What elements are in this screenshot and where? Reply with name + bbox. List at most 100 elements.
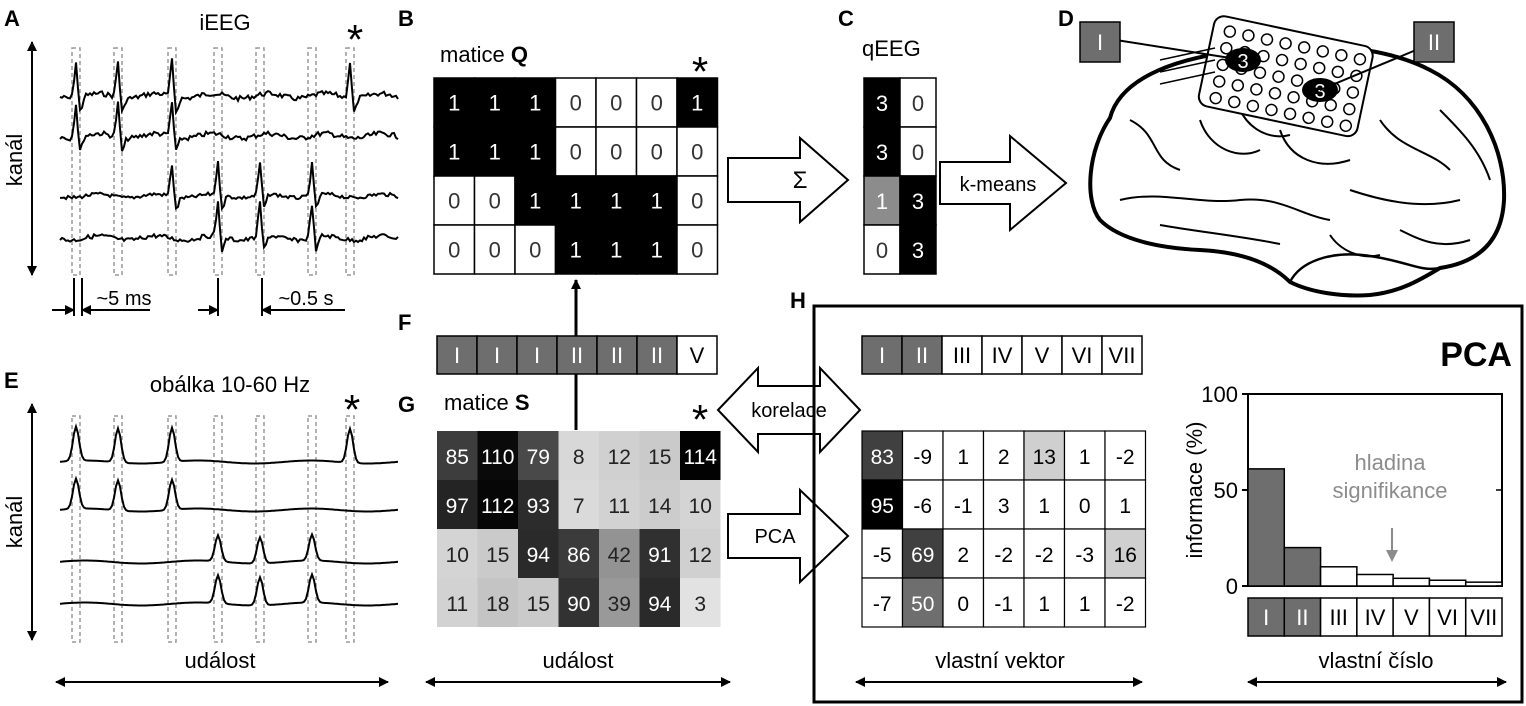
matrix-q-value: 0 (691, 238, 703, 263)
matrix-s-cell (518, 578, 559, 627)
brain-sulci (1119, 109, 1491, 258)
matrix-q-cell (595, 224, 638, 275)
matrix-s-cell (437, 431, 478, 480)
bar-IV (1356, 573, 1394, 587)
iEEG-event-window-4 (213, 47, 223, 276)
cluster-label-label: V (690, 343, 705, 368)
matrix-s-cell (680, 529, 721, 578)
significance-label-line1: hladina (1355, 450, 1427, 475)
pca-component-cell (1101, 335, 1143, 375)
electrode-contact (1275, 53, 1289, 67)
cluster-ii-label-box (1413, 21, 1455, 63)
cluster-label-label: I (494, 343, 500, 368)
matrix-s-value: 112 (481, 495, 514, 518)
panel-h-letter: H (790, 288, 806, 313)
bar-II (1283, 546, 1322, 587)
matrix-s-value: 114 (684, 446, 718, 469)
iEEG-event-window-6 (307, 47, 317, 276)
panel-e-title: obálka 10-60 Hz (150, 372, 310, 397)
matrix-s-value: 90 (567, 593, 590, 616)
electrode-contact (1223, 25, 1237, 38)
matrix-q-cell (554, 224, 597, 275)
matrix-q-value: 0 (570, 140, 582, 165)
envelope-event-window-2 (113, 415, 123, 643)
matrix-s-cell (599, 578, 640, 627)
envelope-event-window-6 (307, 415, 317, 643)
electrode-grid (1197, 15, 1374, 138)
matrix-s-value: 10 (446, 544, 469, 567)
panel-c-letter: C (838, 6, 854, 31)
pca-frame (812, 304, 1524, 704)
eigvec-value: -2 (1116, 593, 1135, 616)
pca-title: PCA (1440, 336, 1512, 374)
matrix-s-cell (639, 578, 680, 627)
matrix-q-value: 1 (570, 238, 582, 263)
matrix-q-cell (473, 175, 516, 226)
cluster-label-label: II (571, 343, 583, 368)
matrix-q-cell (514, 77, 557, 128)
electrode-contact (1228, 95, 1241, 109)
matrix-s-cell (477, 578, 518, 627)
pca-arrow-label: PCA (754, 526, 796, 548)
bar-V (1392, 577, 1431, 587)
pca-component-label: III (953, 343, 971, 368)
electrode-contact (1353, 52, 1367, 66)
matrix-s-cell (518, 480, 559, 529)
matrix-q-value: 1 (651, 189, 663, 214)
panel-f-letter: F (398, 310, 411, 335)
matrix-q-cell (554, 175, 597, 226)
matrix-q-cell (676, 175, 719, 226)
eigvec-cell (861, 479, 904, 530)
matrix-q-value: 1 (448, 91, 460, 116)
cluster-label-cell (676, 335, 718, 375)
panel-c-title: qEEG (862, 36, 921, 61)
electrode-contact (1324, 98, 1337, 112)
electrode-contact (1265, 103, 1278, 117)
eigvec-cell (901, 430, 944, 481)
eigvec-cell (1104, 577, 1147, 628)
electrode-contact (1343, 102, 1356, 116)
eigvec-value: 50 (911, 593, 934, 616)
electrode-contact (1253, 66, 1267, 79)
eigvec-value: 3 (998, 495, 1010, 518)
matrix-s-cell (477, 431, 518, 480)
panel-a-traces (59, 58, 399, 253)
cluster-ii-label: II (1428, 30, 1440, 55)
matrix-s-value: 15 (648, 446, 671, 469)
electrode-contact (1260, 33, 1274, 46)
iEEG-channel-2 (59, 101, 399, 152)
matrix-s-cell (477, 529, 518, 578)
matrix-s-value: 110 (481, 446, 514, 469)
matrix-s-value: 85 (446, 446, 469, 469)
matrix-s-value: 94 (648, 593, 672, 616)
qeeg-value: 3 (912, 238, 924, 263)
eigvec-cell (1104, 479, 1147, 530)
electrode-contact (1339, 119, 1353, 132)
pca-component-label: VI (1072, 343, 1093, 368)
significance-arrow-head (1386, 550, 1398, 562)
panel-g-letter: G (398, 392, 415, 417)
cluster-ii-marker-value: 3 (1314, 81, 1325, 103)
x-category-label: IV (1365, 605, 1386, 630)
matrix-s-cell (558, 480, 599, 529)
matrix-q-value: 0 (489, 189, 501, 214)
matrix-q-value: 1 (489, 140, 501, 165)
korelace-label: korelace (751, 400, 827, 422)
cluster-label-cell (516, 335, 558, 375)
matrix-q-value: 0 (610, 91, 622, 116)
matrix-s-cell (437, 578, 478, 627)
bar-I (1247, 468, 1286, 587)
panel-e-asterisk: * (344, 386, 360, 433)
eigvec-value: -1 (954, 495, 973, 518)
envelope-channel-3 (59, 531, 399, 565)
kmeans-arrow-shape (939, 133, 1068, 233)
eigvec-value: 1 (1079, 446, 1091, 469)
matrix-q-value: 0 (651, 91, 663, 116)
matrix-s-value: 86 (567, 544, 590, 567)
matrix-s-value: 15 (527, 593, 550, 616)
electrode-contact (1312, 61, 1326, 75)
matrix-q-value: 1 (691, 91, 703, 116)
eigvec-value: -7 (873, 593, 892, 616)
